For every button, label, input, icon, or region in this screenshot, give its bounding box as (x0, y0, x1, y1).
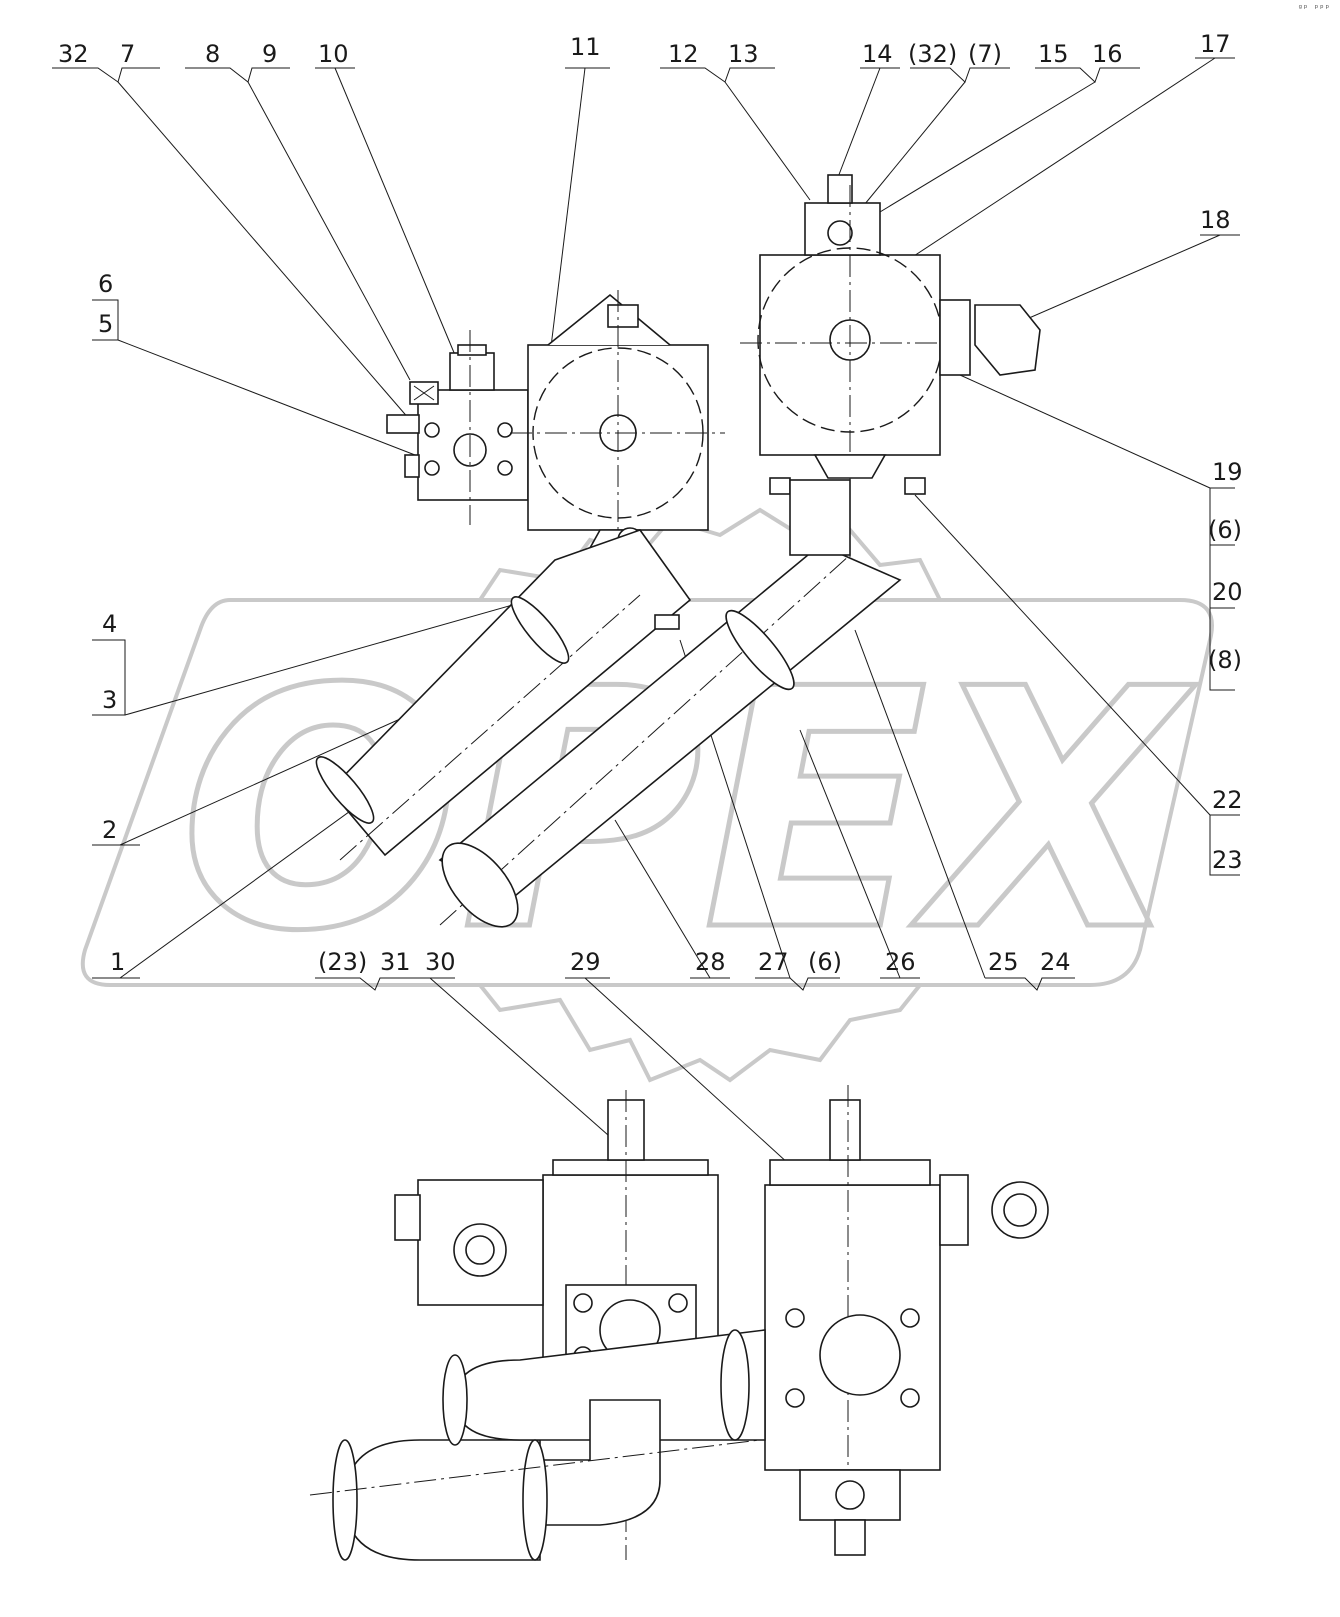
callout-25: 25 (988, 948, 1019, 976)
callout-29: 29 (570, 948, 601, 976)
callout-13: 13 (728, 40, 759, 68)
callout-6-ref-right: (6) (1208, 516, 1242, 544)
callout-26: 26 (885, 948, 916, 976)
callout-8-ref: (8) (1208, 646, 1242, 674)
leader-lines (52, 57, 1240, 1166)
right-pump (740, 174, 1041, 580)
callout-17: 17 (1200, 30, 1231, 58)
callout-9: 9 (262, 40, 277, 68)
callout-6: 6 (98, 270, 113, 298)
callout-7: 7 (120, 40, 135, 68)
callout-14: 14 (862, 40, 893, 68)
callout-11: 11 (570, 33, 601, 61)
callout-30: 30 (425, 948, 456, 976)
callout-24: 24 (1040, 948, 1071, 976)
callout-15: 15 (1038, 40, 1069, 68)
callout-22: 22 (1212, 786, 1243, 814)
callout-23: 23 (1212, 846, 1243, 874)
callout-23-ref: (23) (318, 948, 367, 976)
control-valve-block (386, 330, 529, 525)
callout-1: 1 (110, 948, 125, 976)
callout-7-ref: (7) (968, 40, 1002, 68)
lower-assembly-view (309, 1085, 1049, 1561)
callout-6-ref-bottom: (6) (808, 948, 842, 976)
callout-32: 32 (58, 40, 89, 68)
right-pump-side-view (764, 1085, 1049, 1556)
callout-3: 3 (102, 686, 117, 714)
callout-5: 5 (98, 310, 113, 338)
callout-labels: 32 7 8 9 10 11 12 13 14 (32) (7) 15 16 1… (58, 30, 1243, 976)
callout-18: 18 (1200, 206, 1231, 234)
callout-28: 28 (695, 948, 726, 976)
upper-assembly-view (315, 174, 1041, 928)
callout-8: 8 (205, 40, 220, 68)
left-pump (510, 290, 725, 575)
callout-32-ref: (32) (908, 40, 957, 68)
callout-19: 19 (1212, 458, 1243, 486)
callout-27: 27 (758, 948, 789, 976)
callout-31: 31 (380, 948, 411, 976)
callout-16: 16 (1092, 40, 1123, 68)
callout-4: 4 (102, 610, 117, 638)
callout-10: 10 (318, 40, 349, 68)
callout-12: 12 (668, 40, 699, 68)
callout-2: 2 (102, 816, 117, 844)
suction-hoses (315, 479, 902, 928)
corner-mark: ᵍᵖ ᵖᵖᵖ (1297, 4, 1330, 14)
lower-hoses (309, 1329, 766, 1561)
callout-20: 20 (1212, 578, 1243, 606)
